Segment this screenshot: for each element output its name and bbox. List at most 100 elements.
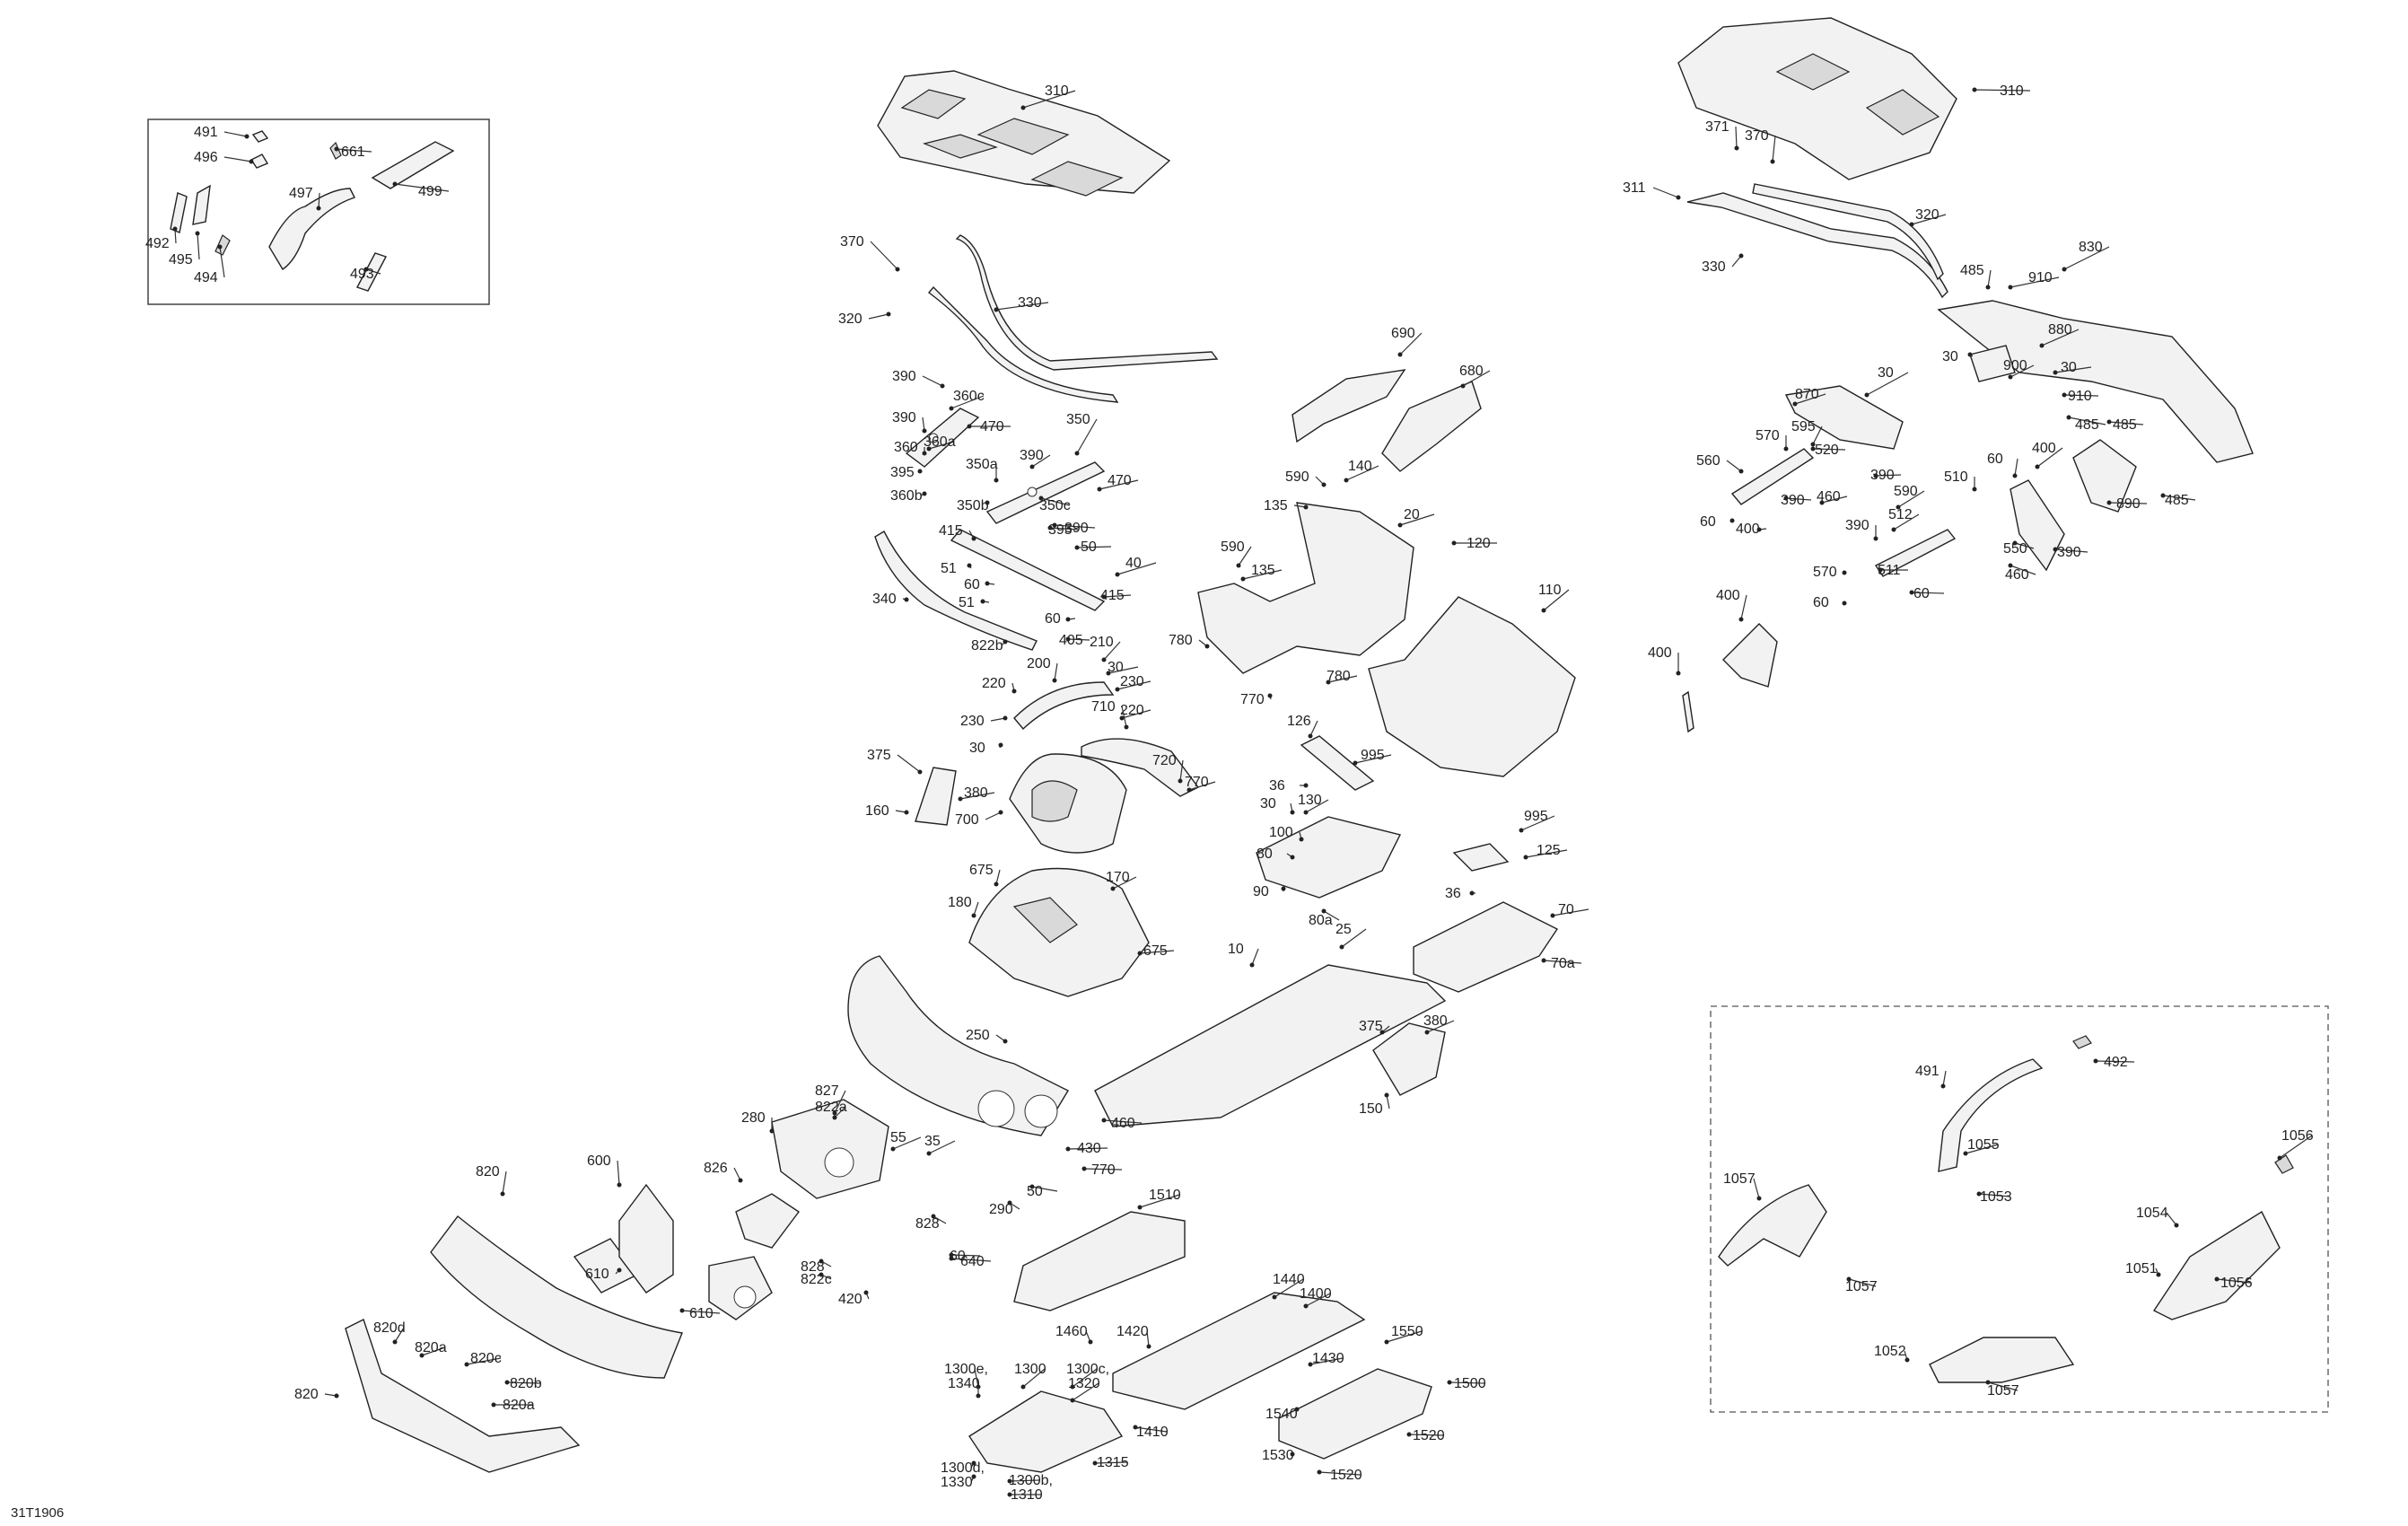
leader-line — [2036, 447, 2063, 468]
leader-line — [1974, 89, 2031, 92]
leader-line — [1238, 546, 1252, 566]
part-number-label: 460 — [2005, 567, 2029, 583]
leader-dot — [419, 1353, 425, 1358]
leader-dot — [1272, 1294, 1277, 1300]
part-number-label: 485 — [2075, 417, 2099, 433]
part-number-label: 520 — [1815, 443, 1839, 458]
part-number-label: 491 — [194, 125, 218, 140]
part-number-label: 512 — [1888, 507, 1913, 522]
part-number-label: 828 — [801, 1259, 825, 1275]
leader-line — [1309, 1357, 1344, 1365]
leader-line — [223, 131, 248, 137]
leader-dot — [1783, 446, 1789, 452]
leader-line — [1965, 1144, 1999, 1154]
part-number-label: 430 — [1077, 1141, 1101, 1156]
part-number-label: 395 — [1048, 522, 1073, 538]
leader-line — [1408, 1434, 1444, 1436]
leader-line — [950, 395, 985, 409]
part-880 — [1969, 345, 2016, 382]
part-number-label: 380 — [964, 785, 988, 801]
leader-dot — [1047, 525, 1053, 531]
leader-line — [2063, 246, 2110, 270]
leader-dot — [1756, 1196, 1762, 1201]
part-number-label: 570 — [1756, 428, 1780, 443]
leader-dot — [1303, 783, 1309, 788]
leader-dot — [917, 769, 923, 775]
leader-line — [973, 901, 979, 916]
rear-assembly-830 — [1937, 300, 2254, 463]
part-number-label: 420 — [838, 1292, 863, 1307]
leader-dot — [1541, 608, 1546, 613]
part-number-label: 390 — [1064, 521, 1089, 536]
part-number-label: 600 — [587, 1153, 611, 1169]
leader-dot — [1097, 487, 1102, 492]
leader-line — [1731, 255, 1742, 267]
inset-box-right — [1710, 1005, 2329, 1413]
leader-dot — [2156, 1272, 2161, 1277]
leader-line — [1449, 1381, 1485, 1384]
leader-dot — [1204, 644, 1210, 649]
leader-dot — [1290, 1451, 1295, 1457]
leader-dot — [1738, 253, 1744, 259]
leader-dot — [1020, 105, 1026, 110]
part-870 — [2072, 439, 2137, 513]
leader-line — [1652, 187, 1679, 198]
part-number-label: 210 — [1090, 635, 1114, 650]
part-number-label: 330 — [1702, 259, 1726, 275]
part-number-label: 610 — [585, 1267, 609, 1282]
leader-line — [365, 268, 381, 275]
leader-line — [928, 441, 955, 450]
leader-dot — [1267, 693, 1273, 698]
leader-dot — [1469, 890, 1475, 896]
leader-dot — [334, 1393, 339, 1399]
part-600 — [618, 1183, 674, 1294]
part-number-label: 890 — [2116, 496, 2141, 512]
leader-dot — [1729, 518, 1735, 523]
part-number-label: 1400 — [1300, 1286, 1332, 1302]
leader-line — [1327, 675, 1358, 683]
part-number-label: 150 — [1359, 1101, 1383, 1117]
leader-dot — [1124, 724, 1129, 730]
part-number-label: 320 — [838, 311, 863, 327]
leader-line — [1242, 569, 1283, 580]
leader-dot — [1065, 1146, 1071, 1152]
part-number-label: 1300b, — [1009, 1473, 1053, 1488]
leader-dot — [971, 913, 976, 918]
leader-dot — [2053, 547, 2058, 552]
part-492-right — [1722, 623, 1778, 688]
leader-dot — [917, 469, 923, 474]
leader-dot — [738, 1178, 743, 1183]
leader-dot — [2160, 493, 2166, 498]
leader-dot — [1873, 473, 1878, 478]
leader-dot — [1873, 536, 1878, 541]
leader-dot — [769, 1128, 775, 1134]
part-number-label: 340 — [872, 592, 897, 607]
part-number-label: 1520 — [1330, 1468, 1362, 1483]
leader-line — [1305, 1293, 1331, 1307]
leader-dot — [1308, 733, 1313, 739]
part-number-label: 51 — [941, 561, 957, 576]
leader-dot — [1007, 1492, 1012, 1497]
leader-line — [1812, 425, 1823, 445]
leader-line — [318, 192, 320, 209]
leader-dot — [2106, 419, 2112, 425]
part-number-label: 1056 — [2281, 1128, 2314, 1144]
leader-dot — [1088, 1339, 1093, 1345]
leader-line — [1386, 1330, 1423, 1343]
part-number-label: 1310 — [1011, 1487, 1043, 1503]
floor-plate-70 — [1413, 901, 1559, 993]
leader-line — [950, 1254, 981, 1257]
part-number-label: 1057 — [1987, 1383, 2019, 1399]
leader-line — [1103, 1119, 1143, 1124]
part-number-label: 60 — [1813, 595, 1829, 610]
leader-dot — [363, 267, 369, 272]
part-number-label: 350c — [1039, 498, 1071, 513]
leader-dot — [994, 307, 999, 312]
leader-dot — [1317, 1469, 1322, 1475]
leader-dot — [249, 159, 254, 164]
part-125 — [1452, 843, 1510, 872]
leader-line — [1116, 562, 1157, 575]
part-number-label: 40 — [1125, 556, 1142, 571]
part-number-label: 390 — [1020, 448, 1044, 463]
